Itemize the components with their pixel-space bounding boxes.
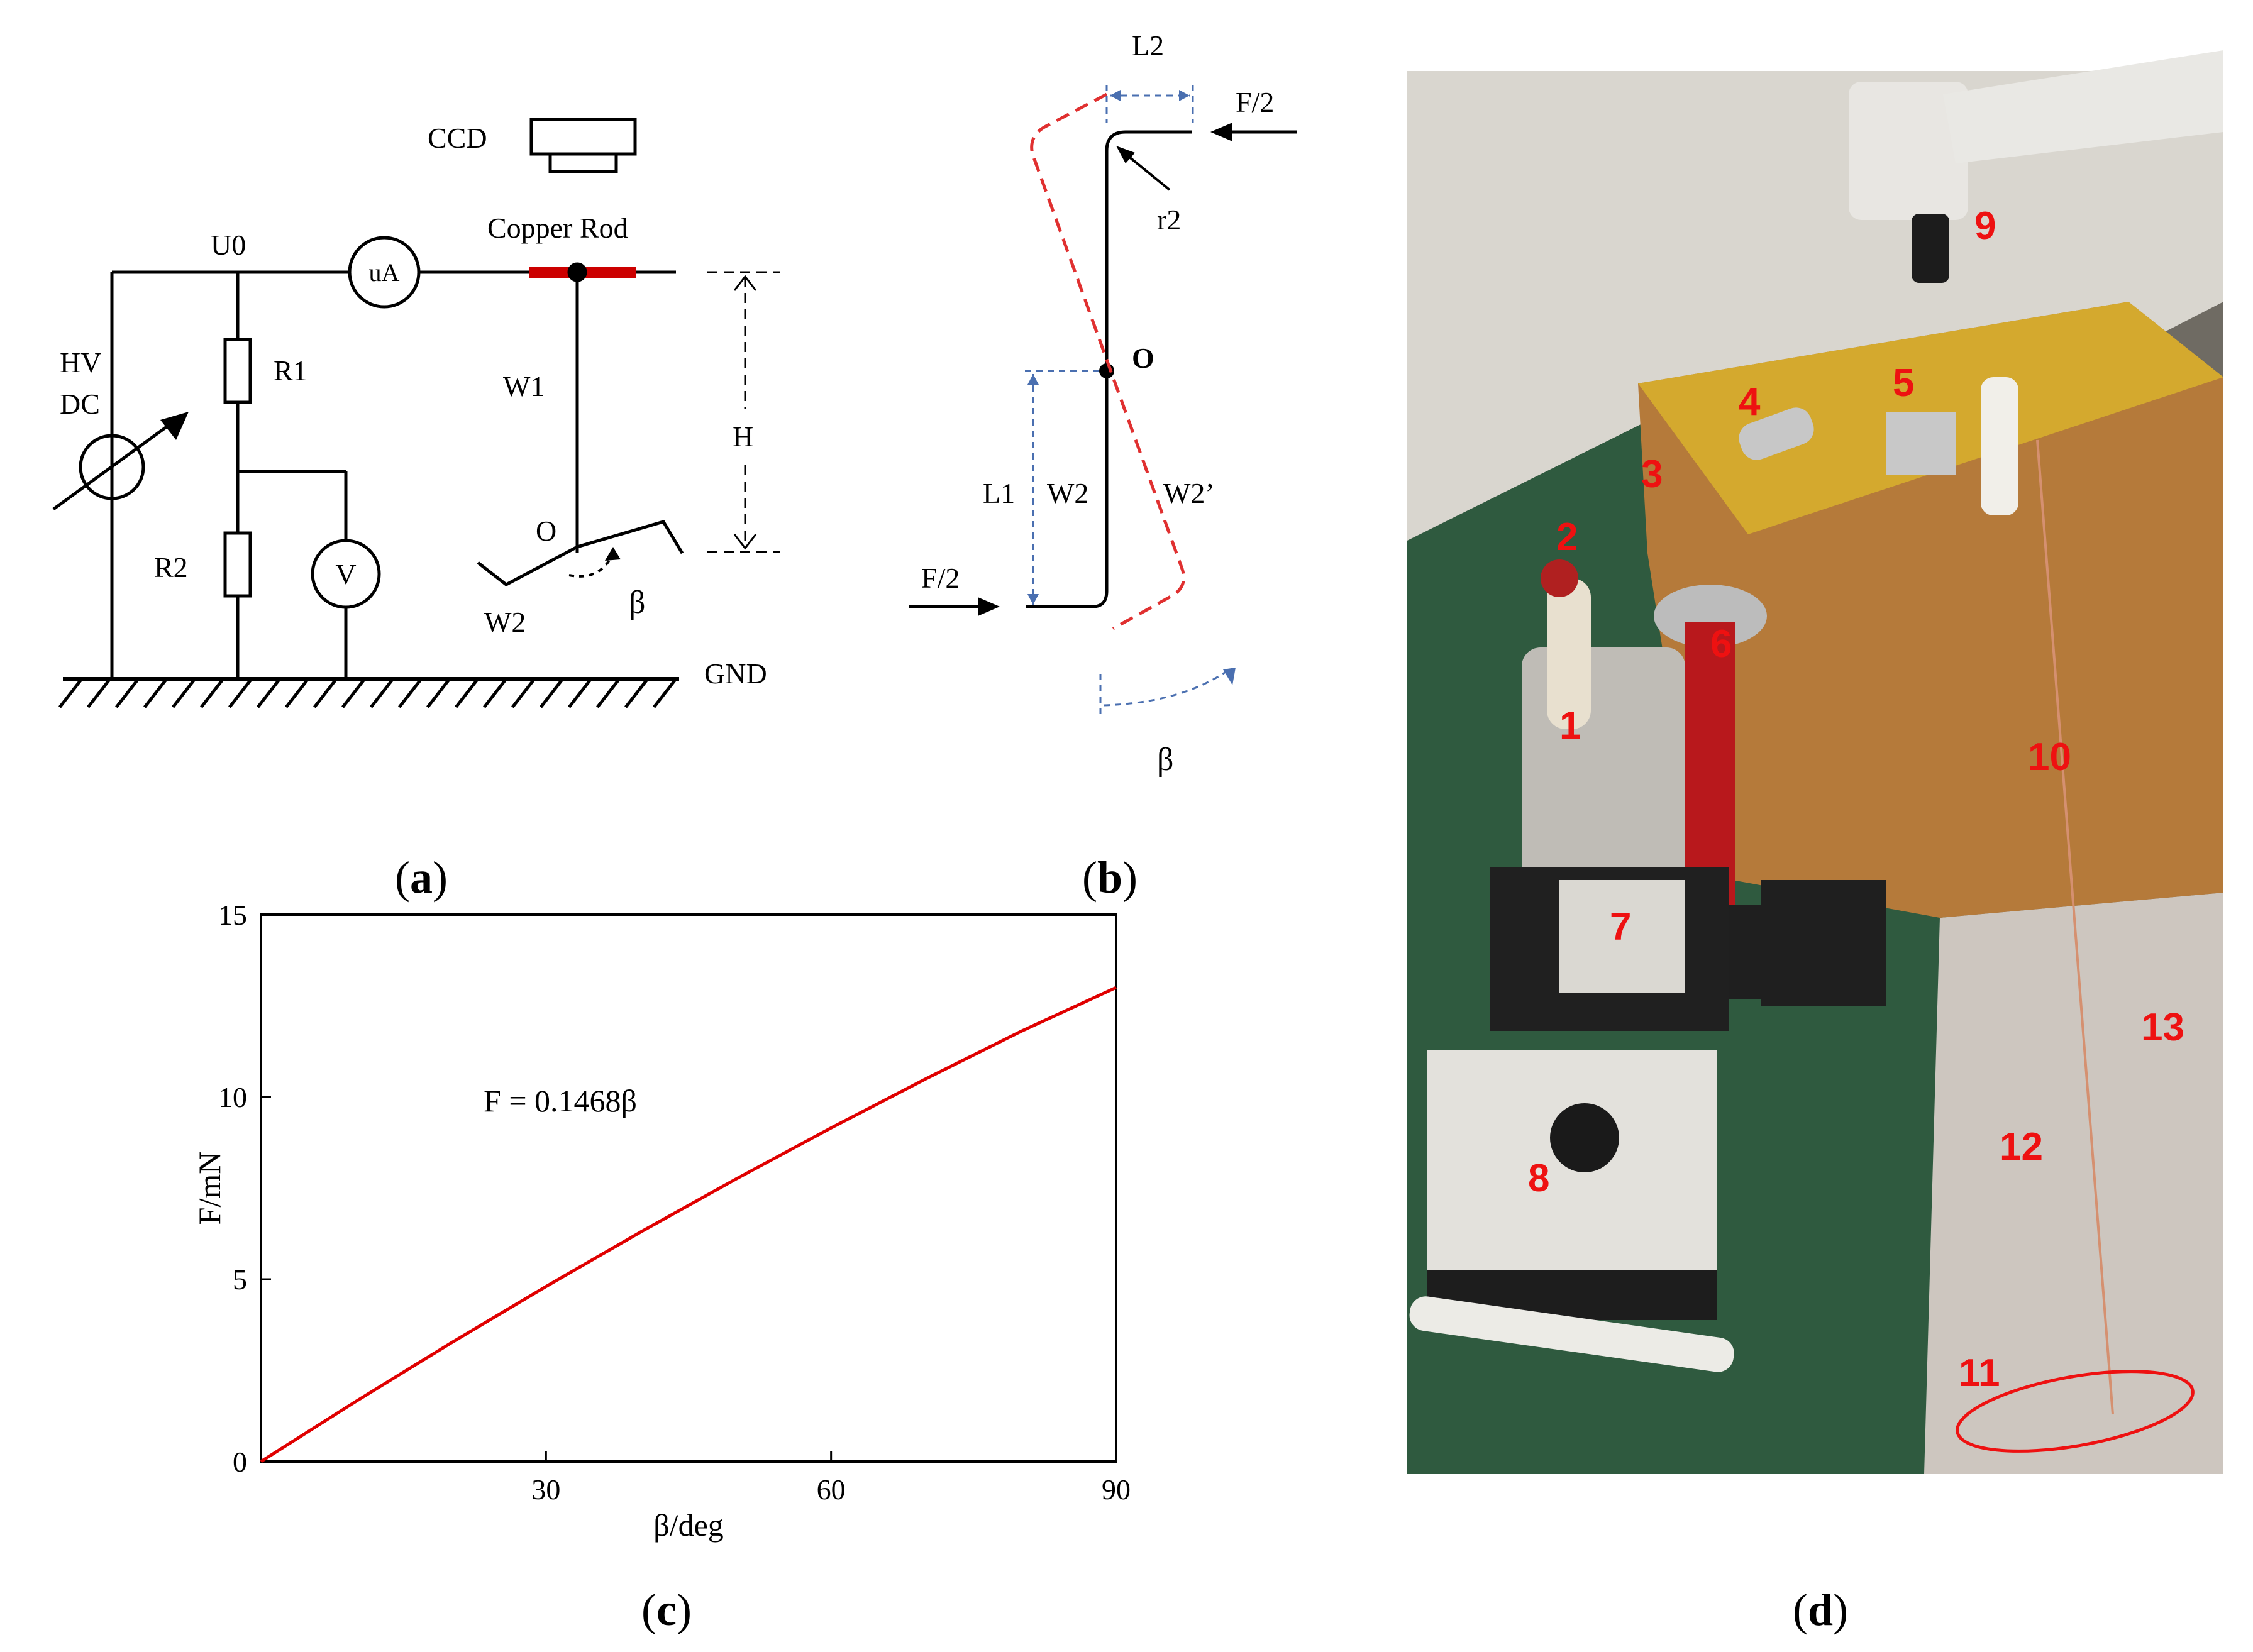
- callout-1: 1: [1559, 704, 1581, 747]
- y-tick-label: 10: [218, 1081, 247, 1113]
- plot-frame: [260, 913, 1117, 1463]
- r2-pointer-label: r2: [1157, 204, 1181, 236]
- y-tick-label: 0: [233, 1446, 247, 1478]
- beta-label-a: β: [629, 585, 645, 620]
- x-tick-label: 90: [1102, 1473, 1131, 1506]
- callout-10: 10: [2028, 735, 2071, 779]
- ammeter-label: uA: [369, 258, 400, 287]
- ground-hatch: [58, 678, 677, 708]
- panel-d-photo: 1 2 3 4 5 6 7 8 9 10 11 12 13: [1407, 50, 2223, 1474]
- equation-label: F = 0.1468β: [484, 1083, 637, 1118]
- w2-wire: [477, 520, 684, 586]
- y-tick-label: 15: [218, 899, 247, 931]
- callout-9: 9: [1974, 204, 1996, 248]
- h-dimension: [707, 271, 780, 553]
- gnd-label: GND: [704, 658, 767, 690]
- target-area-ellipse: [1956, 1370, 2195, 1453]
- callout-11: 11: [1959, 1352, 2000, 1395]
- voltmeter-label: V: [335, 558, 356, 590]
- x-tick-label: 30: [531, 1473, 560, 1506]
- w1-label: W1: [503, 370, 545, 402]
- beta-label-b: β: [1157, 742, 1173, 778]
- f-half-bottom-label: F/2: [921, 562, 960, 594]
- dc-label: DC: [60, 388, 100, 420]
- callout-4: 4: [1739, 380, 1761, 424]
- callout-5: 5: [1893, 361, 1914, 405]
- panel-a-circuit: [52, 118, 780, 708]
- callout-7: 7: [1610, 905, 1631, 949]
- w2-label-a: W2: [484, 606, 526, 638]
- callout-8: 8: [1528, 1157, 1549, 1200]
- f-half-top-label: F/2: [1236, 86, 1274, 118]
- x-tick-label: 60: [817, 1473, 846, 1506]
- resistor-r1: [223, 338, 252, 404]
- y-axis-label: F/mN: [192, 1152, 227, 1225]
- y-tick-label: 5: [233, 1264, 247, 1296]
- o-label-a: O: [536, 515, 556, 547]
- resistor-r2: [223, 531, 252, 598]
- panel-b-label: (b): [1082, 852, 1138, 903]
- callout-12: 12: [2000, 1125, 2043, 1169]
- l1-label: L1: [983, 477, 1015, 509]
- copper-rod-label: Copper Rod: [487, 212, 628, 244]
- w2-deflected-wire: [1030, 92, 1185, 631]
- x-axis-label: β/deg: [653, 1507, 724, 1543]
- hv-source-icon: [79, 434, 145, 500]
- r1-label: R1: [274, 355, 307, 387]
- callout-3: 3: [1641, 453, 1663, 496]
- l2-label: L2: [1132, 30, 1164, 62]
- w2-prime-label: W2’: [1163, 477, 1215, 509]
- o-label-b: O: [1132, 342, 1154, 374]
- ammeter-icon: [348, 236, 421, 309]
- r2-label: R2: [154, 551, 188, 583]
- callout-6: 6: [1710, 622, 1732, 666]
- panel-d-label: (d): [1793, 1585, 1848, 1635]
- series-line: [260, 986, 1117, 1463]
- panel-a-labels: CCD U0 uA Copper Rod HV DC R1 R2 V W1 O …: [60, 122, 767, 690]
- hv-label: HV: [60, 346, 101, 378]
- ccd-label: CCD: [428, 122, 487, 154]
- h-label: H: [733, 421, 753, 453]
- w2-label-b: W2: [1047, 477, 1088, 509]
- panel-a-label: (a): [395, 852, 448, 903]
- ccd-camera-icon: [529, 118, 637, 156]
- u0-label: U0: [211, 229, 246, 261]
- callout-13: 13: [2141, 1006, 2184, 1049]
- panel-b-labels: L2 F/2 r2 O L1 W2 W2’ F/2 β: [921, 30, 1274, 778]
- panel-c-label: (c): [641, 1585, 692, 1635]
- panel-b-geometry: [909, 85, 1297, 717]
- callout-2: 2: [1556, 515, 1578, 559]
- panel-c-chart: 0 5 10 15 30 60 90 β/deg F/mN F = 0.1468β: [192, 899, 1131, 1543]
